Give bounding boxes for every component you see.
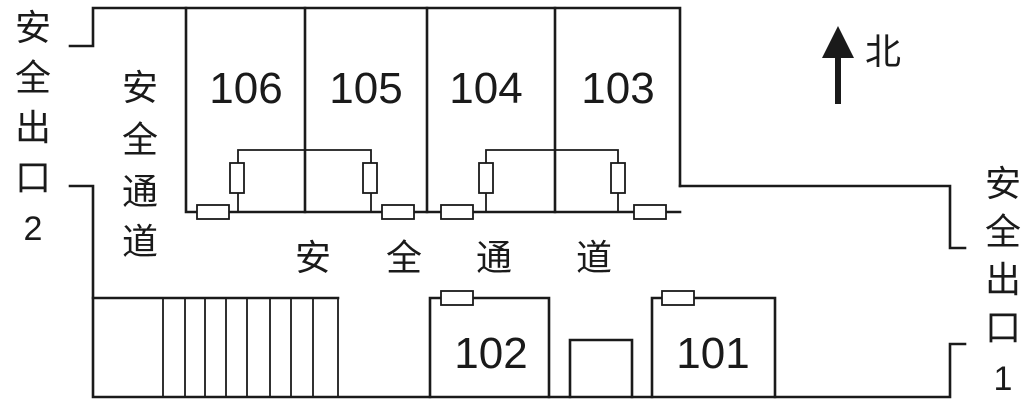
fixture-horizontal-101 (661, 290, 695, 306)
room-101-label: 101 (676, 329, 749, 378)
exit2-char-1: 安 (15, 8, 51, 49)
corridor-v-char-3: 通 (122, 172, 158, 213)
fixture-group-left (196, 149, 415, 220)
pipe-left (237, 149, 372, 163)
bottom-left-stairs (91, 296, 340, 397)
corridor-h-char-2: 全 (386, 238, 422, 279)
corridor-v-char-4: 道 (122, 222, 158, 263)
fixture-horizontal-105 (381, 204, 415, 220)
corridor-v-char-1: 安 (122, 68, 158, 109)
right-upper-wall (678, 184, 967, 250)
exit1-char-1: 安 (985, 164, 1021, 205)
fixture-group-right (440, 149, 667, 220)
room-101 (650, 290, 777, 399)
small-room-walls (568, 338, 634, 399)
right-lower-wall (68, 184, 967, 399)
exit1-char-2: 全 (985, 212, 1021, 253)
outer-walls (68, 6, 967, 399)
room-102-label: 102 (454, 329, 527, 378)
fixture-vertical-104 (478, 162, 494, 194)
exit2-number: 2 (24, 210, 43, 248)
safety-corridor-horizontal-label: 安 全 通 道 (295, 238, 612, 279)
safety-exit-1-label: 安 全 出 口 1 (985, 164, 1021, 398)
room-105-label: 105 (329, 64, 402, 113)
exit2-char-4: 口 (15, 158, 51, 199)
fixture-vertical-105 (362, 162, 378, 194)
top-rooms-block (184, 6, 682, 214)
pipe-right (485, 149, 619, 163)
fixture-vertical-106 (229, 162, 245, 194)
fixture-horizontal-103 (633, 204, 667, 220)
exit1-char-4: 口 (985, 308, 1021, 349)
room-102 (428, 290, 551, 399)
room-102-walls (428, 296, 551, 399)
room-101-walls (650, 296, 777, 399)
fixture-horizontal-104 (440, 204, 474, 220)
safety-exit-2-label: 安 全 出 口 2 (15, 8, 51, 248)
room-104-label: 104 (449, 64, 522, 113)
exit1-number: 1 (994, 360, 1013, 398)
room-103-label: 103 (581, 64, 654, 113)
corridor-h-char-3: 通 (476, 238, 512, 279)
corridor-v-char-2: 全 (122, 120, 158, 161)
fixture-horizontal-102 (440, 290, 474, 306)
exit1-char-3: 出 (985, 260, 1021, 301)
room-106-label: 106 (209, 64, 282, 113)
rooms-block-bottom-wall (184, 6, 682, 214)
top-left-wall (68, 6, 682, 188)
north-label: 北 (865, 32, 901, 73)
fixture-horizontal-106 (196, 204, 230, 220)
corridor-h-char-4: 道 (576, 238, 612, 279)
exit2-char-3: 出 (15, 108, 51, 149)
safety-corridor-vertical-label: 安 全 通 道 (122, 68, 158, 263)
corridor-h-char-1: 安 (295, 238, 331, 279)
exit2-char-2: 全 (15, 58, 51, 99)
fixture-vertical-103 (610, 162, 626, 194)
north-arrow-icon (822, 26, 854, 104)
north-indicator: 北 (822, 26, 901, 104)
